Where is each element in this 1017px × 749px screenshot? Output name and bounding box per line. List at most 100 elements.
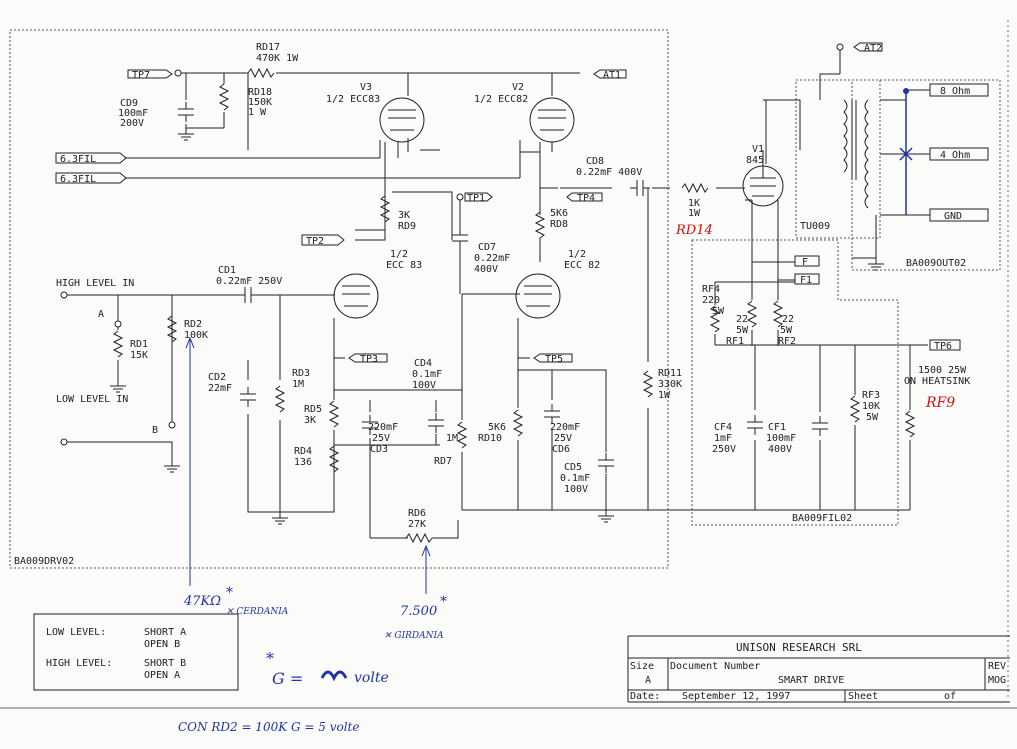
- hand-val2: 7.500: [400, 604, 437, 619]
- label-rd8-ref: 5K6: [550, 208, 568, 219]
- label-rd10-ref: 5K6: [488, 422, 506, 433]
- label-v2-ref: V2: [512, 82, 524, 93]
- port-at2: AT2: [864, 43, 882, 54]
- label-rd1-ref: RD1: [130, 339, 148, 350]
- port-tp1: TP1: [467, 193, 485, 204]
- label-rd18-value2: 1 W: [248, 107, 267, 118]
- tube-v3: [379, 97, 425, 143]
- hand-star1: *: [226, 585, 233, 601]
- label-cd2-ref: CD2: [208, 372, 226, 383]
- label-switch-a: A: [98, 309, 104, 320]
- sheet-id-driver: BA009DRV02: [14, 556, 74, 567]
- legend-low-value: SHORT A: [144, 627, 186, 638]
- label-high-level-in: HIGH LEVEL IN: [56, 278, 134, 289]
- filament-board-border: [691, 239, 899, 526]
- label-rd5-value: 3K: [304, 415, 316, 426]
- label-rf3-ref: RF3: [862, 390, 880, 401]
- label-rd18-value: 150K: [248, 97, 272, 108]
- port-fil1: 6.3FIL: [60, 154, 96, 165]
- label-rf2-ref: 22: [782, 314, 794, 325]
- label-rf1-value2: RF1: [726, 336, 744, 347]
- title-block: [627, 635, 1010, 703]
- hand-bottom-note: CON RD2 = 100K G = 5 volte: [178, 720, 359, 734]
- port-fil2: 6.3FIL: [60, 174, 96, 185]
- component-labels: RD17 470K 1W RD18 150K 1 W CD9 100mF 200…: [118, 42, 970, 530]
- label-cd9-value: 100mF: [118, 108, 148, 119]
- tube-v1: [742, 165, 784, 207]
- title-docnum-label: Document Number: [670, 661, 760, 672]
- hand-arrow-rd2: [185, 336, 195, 586]
- label-rd4-ref: RD4: [294, 446, 312, 457]
- handwritten-annotations: RD14 RF9 47KΩ * ✕ CERDANIA 7.500 * ✕ GIR…: [0, 88, 1017, 734]
- label-v3b-ref: 1/2: [390, 249, 408, 260]
- label-rf4-value: 220: [702, 295, 720, 306]
- title-company: UNISON RESEARCH SRL: [736, 641, 862, 654]
- port-tp2: TP2: [306, 236, 324, 247]
- label-v1-ref: V1: [752, 144, 764, 155]
- label-rf4-value2: 5W: [712, 306, 725, 317]
- label-rd5-ref: RD5: [304, 404, 322, 415]
- label-rd1-value: 15K: [130, 350, 148, 361]
- title-of-label: of: [944, 691, 956, 702]
- label-rd11-ref: RD11: [658, 368, 682, 379]
- port-f: F: [802, 257, 808, 268]
- hand-scribble: [320, 670, 348, 682]
- title-rev-label: REV: [988, 661, 1006, 672]
- label-rd11-value: 330K: [658, 379, 682, 390]
- hand-dot-8ohm: [903, 88, 909, 94]
- output-board-border: [851, 79, 1001, 271]
- legend-high-value2: OPEN A: [144, 670, 180, 681]
- label-rf2-value: 5W: [780, 325, 793, 336]
- label-cd7-value2: 400V: [474, 264, 498, 275]
- label-rd7-value: RD7: [434, 456, 452, 467]
- label-cd2-value: 22mF: [208, 383, 232, 394]
- legend-low-value2: OPEN B: [144, 639, 180, 650]
- port-tp6: TP6: [934, 341, 952, 352]
- label-cd8-value: 0.22mF 400V: [576, 167, 642, 178]
- transformer-border: [795, 79, 881, 239]
- sheet-id-filament: BA009FIL02: [792, 513, 852, 524]
- label-cd6-value2: CD6: [552, 444, 570, 455]
- port-at1: AT1: [603, 70, 621, 81]
- connector-flags: [55, 42, 989, 363]
- hand-mark-8ohm: [899, 92, 913, 215]
- hand-rd14: RD14: [675, 223, 713, 238]
- legend-high-label: HIGH LEVEL:: [46, 658, 112, 669]
- tube-v3b: [333, 273, 379, 319]
- port-tp3: TP3: [360, 354, 378, 365]
- label-cd3-value2: CD3: [370, 444, 388, 455]
- label-rd14-value: 1W: [688, 208, 701, 219]
- label-rd9-ref: 3K: [398, 210, 410, 221]
- label-rf2-value2: RF2: [778, 336, 796, 347]
- label-rd6-ref: RD6: [408, 508, 426, 519]
- hand-gain-suffix: volte: [354, 670, 389, 686]
- label-rf4-ref: RF4: [702, 284, 720, 295]
- hand-arrow-rd6: [421, 544, 431, 594]
- label-v2-value: 1/2 ECC82: [474, 94, 528, 105]
- label-rd10-value: RD10: [478, 433, 502, 444]
- port-4ohm: 4 Ohm: [940, 150, 970, 161]
- driver-board-border: [9, 29, 669, 569]
- label-cd7-ref: CD7: [478, 242, 496, 253]
- port-8ohm: 8 Ohm: [940, 86, 970, 97]
- input-terminals: [60, 43, 844, 446]
- sheet-id-transformer: TU009: [800, 221, 830, 232]
- label-rf1-value: 5W: [736, 325, 749, 336]
- label-rd3-ref: RD3: [292, 368, 310, 379]
- port-f1: F1: [800, 275, 812, 286]
- label-rd11-value2: 1W: [658, 390, 671, 401]
- label-rf1-ref: 22: [736, 314, 748, 325]
- label-cd4-value2: 100V: [412, 380, 436, 391]
- title-docnum: SMART DRIVE: [778, 675, 844, 686]
- output-transformer: [843, 99, 869, 209]
- port-tp7: TP7: [132, 70, 150, 81]
- tube-v2b: [515, 273, 561, 319]
- label-v3-value: 1/2 ECC83: [326, 94, 380, 105]
- hand-note2: ✕ GIRDANIA: [384, 631, 444, 641]
- sheet-id-output: BA009OUT02: [906, 258, 966, 269]
- port-tp5: TP5: [545, 354, 563, 365]
- label-cd8-ref: CD8: [586, 156, 604, 167]
- label-rf3-value: 10K: [862, 401, 880, 412]
- label-rd4-value: 136: [294, 457, 312, 468]
